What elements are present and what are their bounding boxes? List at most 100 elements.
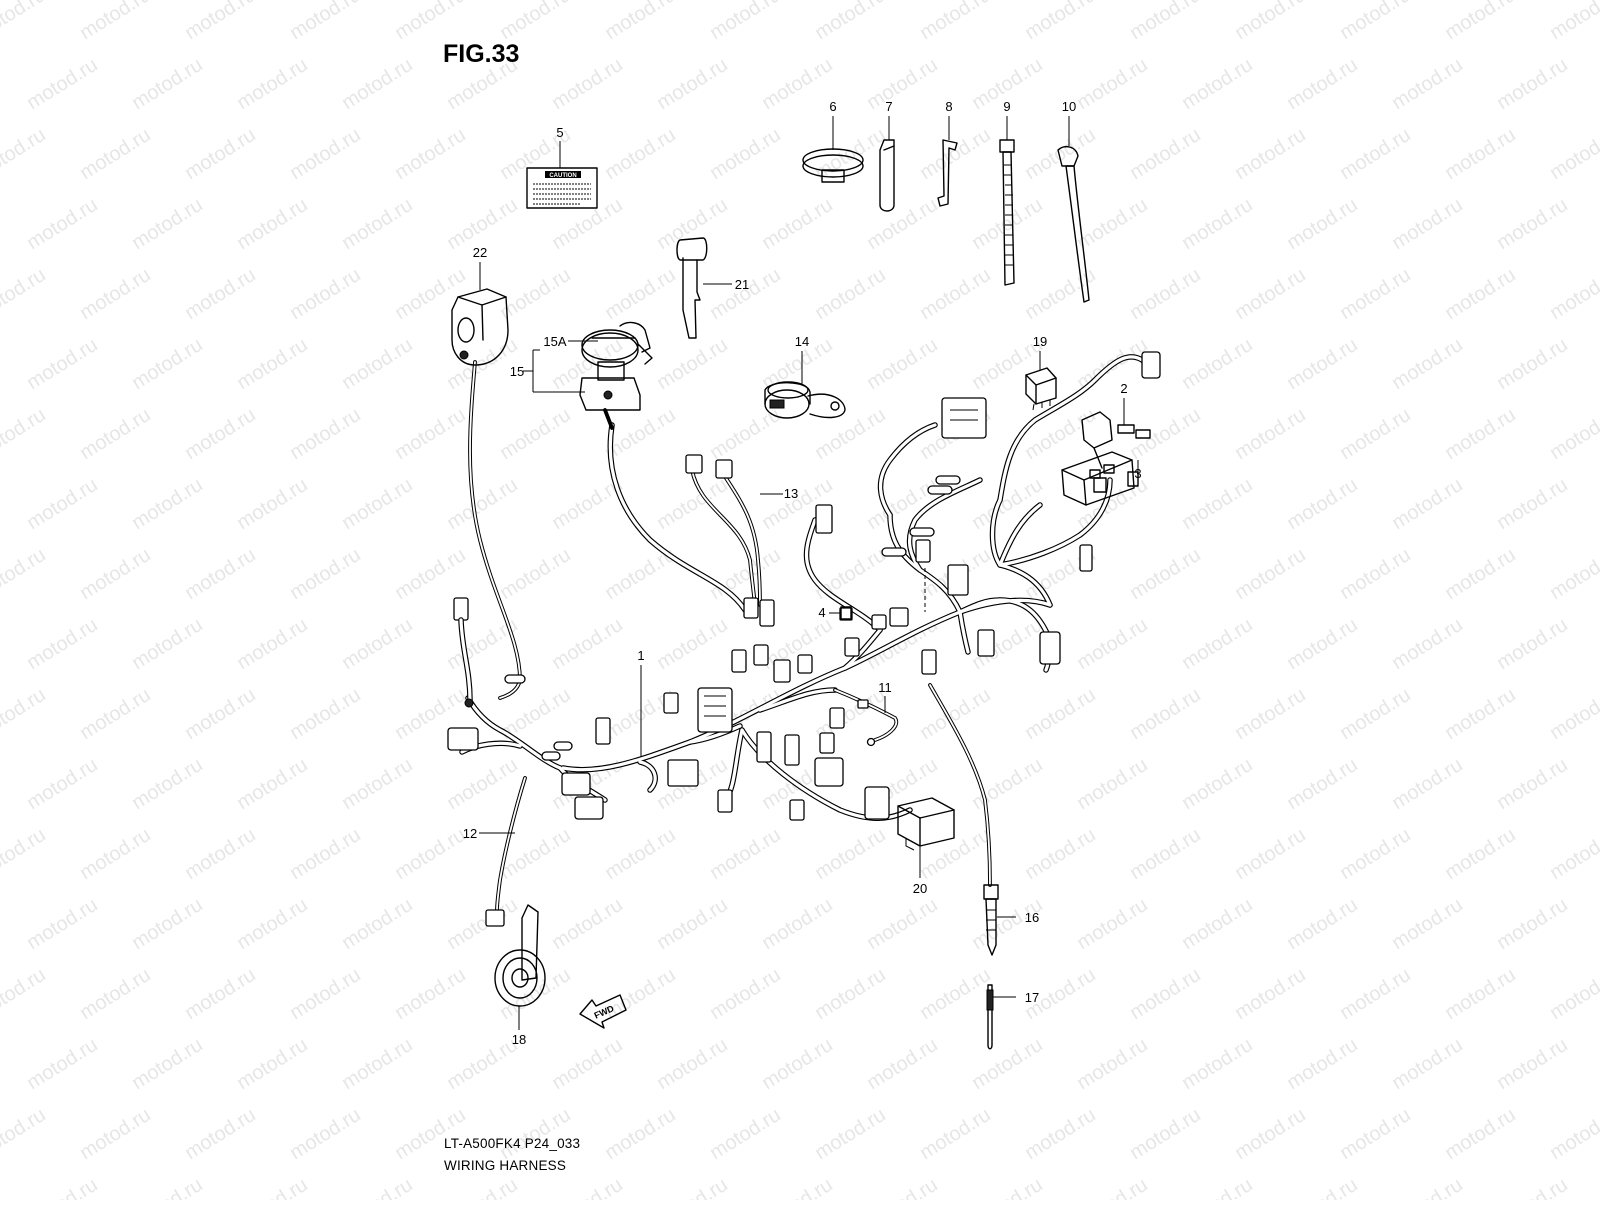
watermark-text: motod.ru	[548, 54, 627, 114]
watermark-text: motod.ru	[76, 964, 155, 1024]
ignition-switch-lead	[607, 422, 748, 613]
relay-20	[897, 797, 955, 851]
sensor-16	[983, 884, 999, 956]
cable-tie-10	[1057, 145, 1090, 303]
watermark-text: motod.ru	[233, 1174, 312, 1200]
watermark-text: motod.ru	[653, 194, 732, 254]
callout-11: 11	[878, 680, 892, 695]
callout-5: 5	[556, 125, 563, 140]
watermark-text: motod.ru	[338, 1174, 417, 1200]
ignition-switch-15	[579, 321, 653, 430]
clip-17	[986, 984, 994, 1050]
watermark-text: motod.ru	[181, 684, 260, 744]
clamp-8	[937, 139, 958, 207]
watermark-text: motod.ru	[863, 334, 942, 394]
watermark-text: motod.ru	[706, 964, 785, 1024]
callout-6: 6	[829, 99, 836, 114]
watermark-text: motod.ru	[1073, 54, 1152, 114]
watermark-text: motod.ru	[1178, 334, 1257, 394]
watermark-text: motod.ru	[233, 754, 312, 814]
watermark-text: motod.ru	[23, 54, 102, 114]
watermark-text: motod.ru	[1336, 0, 1415, 44]
watermark-text: motod.ru	[1336, 824, 1415, 884]
watermark-text: motod.ru	[1231, 0, 1310, 44]
watermark-text: motod.ru	[391, 404, 470, 464]
watermark-text: motod.ru	[181, 0, 260, 44]
watermark-text: motod.ru	[391, 964, 470, 1024]
watermark-text: motod.ru	[233, 54, 312, 114]
watermark-text: motod.ru	[1231, 1104, 1310, 1164]
watermark-text: motod.ru	[286, 824, 365, 884]
watermark-text: motod.ru	[1283, 334, 1362, 394]
watermark-text: motod.ru	[863, 894, 942, 954]
watermark-text: motod.ru	[1231, 964, 1310, 1024]
watermark-text: motod.ru	[443, 614, 522, 674]
watermark-text: motod.ru	[286, 124, 365, 184]
watermark-text: motod.ru	[181, 1104, 260, 1164]
watermark-text: motod.ru	[1493, 54, 1572, 114]
watermark-text: motod.ru	[863, 1034, 942, 1094]
watermark-text: motod.ru	[391, 124, 470, 184]
watermark-text: motod.ru	[0, 1104, 50, 1164]
watermark-text: motod.ru	[23, 754, 102, 814]
watermark-text: motod.ru	[1178, 194, 1257, 254]
watermark-text: motod.ru	[1073, 1174, 1152, 1200]
watermark-text: motod.ru	[811, 404, 890, 464]
watermark-text: motod.ru	[758, 54, 837, 114]
watermark-text: motod.ru	[916, 124, 995, 184]
watermark-text: motod.ru	[286, 684, 365, 744]
watermark-text: motod.ru	[811, 1104, 890, 1164]
watermark-text: motod.ru	[1283, 1174, 1362, 1200]
watermark-text: motod.ru	[758, 194, 837, 254]
key-21	[676, 237, 708, 339]
watermark-text: motod.ru	[706, 544, 785, 604]
watermark-text: motod.ru	[1231, 824, 1310, 884]
watermark-text: motod.ru	[1073, 754, 1152, 814]
watermark-text: motod.ru	[1388, 1174, 1467, 1200]
watermark-text: motod.ru	[391, 544, 470, 604]
callout-20: 20	[913, 881, 927, 896]
watermark-text: motod.ru	[758, 894, 837, 954]
watermark-text: motod.ru	[653, 334, 732, 394]
watermark-text: motod.ru	[128, 614, 207, 674]
callout-14: 14	[795, 334, 809, 349]
watermark-text: motod.ru	[1546, 964, 1600, 1024]
watermark-text: motod.ru	[706, 124, 785, 184]
watermark-text: motod.ru	[233, 614, 312, 674]
watermark-text: motod.ru	[286, 964, 365, 1024]
callout-3: 3	[1134, 466, 1141, 481]
watermark-text: motod.ru	[1493, 1034, 1572, 1094]
caution-label: CAUTION	[526, 167, 598, 209]
watermark-text: motod.ru	[1283, 1034, 1362, 1094]
watermark-text: motod.ru	[338, 754, 417, 814]
watermark-text: motod.ru	[1178, 54, 1257, 114]
watermark-text: motod.ru	[496, 0, 575, 44]
callout-17: 17	[1025, 990, 1039, 1005]
callout-10: 10	[1062, 99, 1076, 114]
watermark-text: motod.ru	[601, 124, 680, 184]
watermark-text: motod.ru	[233, 1034, 312, 1094]
watermark-text: motod.ru	[1126, 124, 1205, 184]
watermark-text: motod.ru	[916, 264, 995, 324]
callout-1: 1	[637, 648, 644, 663]
watermark-text: motod.ru	[1283, 54, 1362, 114]
socket-22-lead	[468, 360, 522, 700]
watermark-text: motod.ru	[1178, 1034, 1257, 1094]
watermark-text: motod.ru	[181, 124, 260, 184]
watermark-text: motod.ru	[391, 824, 470, 884]
watermark-text: motod.ru	[1546, 684, 1600, 744]
watermark-text: motod.ru	[1336, 1104, 1415, 1164]
watermark-text: motod.ru	[1441, 0, 1520, 44]
horn-18	[485, 904, 546, 1007]
watermark-text: motod.ru	[181, 964, 260, 1024]
watermark-text: motod.ru	[601, 1104, 680, 1164]
callout-21: 21	[735, 277, 749, 292]
watermark-text: motod.ru	[1388, 194, 1467, 254]
watermark-text: motod.ru	[286, 404, 365, 464]
watermark-text: motod.ru	[1126, 0, 1205, 44]
watermark-text: motod.ru	[1336, 544, 1415, 604]
watermark-text: motod.ru	[1546, 544, 1600, 604]
watermark-text: motod.ru	[653, 54, 732, 114]
watermark-text: motod.ru	[496, 544, 575, 604]
watermark-text: motod.ru	[1388, 474, 1467, 534]
